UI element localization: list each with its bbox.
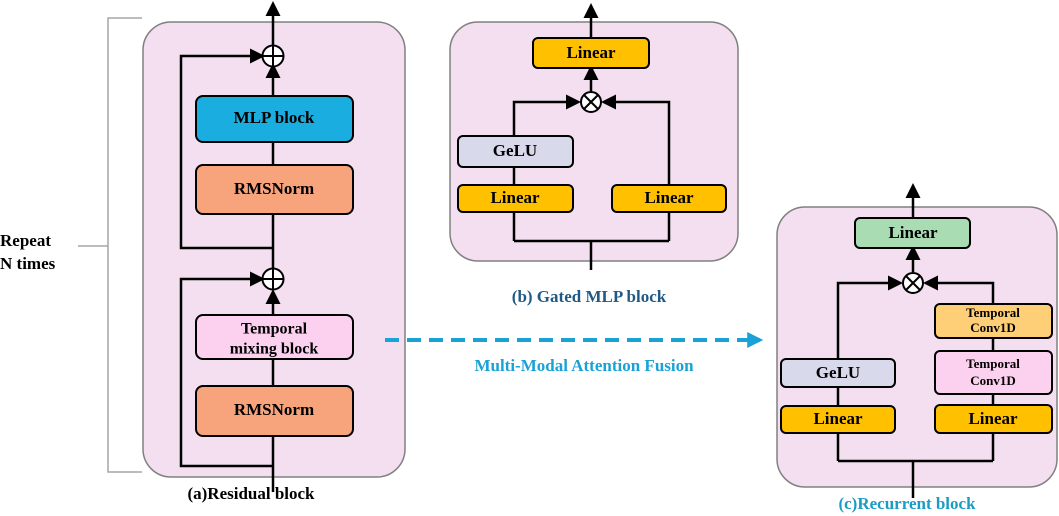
temporal-conv1d-top [934,303,1053,339]
multiply-circle-icon [902,272,924,294]
add-circle-icon [261,44,285,68]
multiply-circle-icon [580,91,602,113]
gated-linear-top-label: Linear [566,43,616,62]
temporal-conv1d-mid-label-1: Temporal [966,356,1020,371]
gated-linear-left [457,184,574,213]
temporal-mixing-label-2: mixing block [230,341,319,358]
mlp-block [195,95,354,143]
add-circle-icon [261,267,285,291]
rmsnorm-bottom-label: RMSNorm [234,400,314,419]
rmsnorm-bottom [195,385,354,437]
rmsnorm-top [195,164,354,215]
residual-connectors [179,1,281,492]
temporal-mixing-label-1: Temporal [241,321,308,338]
mlp-block-label: MLP block [234,108,315,127]
gated-mlp-caption: (b) Gated MLP block [512,287,667,306]
temporal-conv1d-top-label-2: Conv1D [970,320,1016,335]
temporal-conv1d-mid [934,350,1053,395]
recurrent-block-caption: (c)Recurrent block [838,494,976,513]
gated-linear-left-label: Linear [490,188,540,207]
fusion-label: Multi-Modal Attention Fusion [474,356,694,375]
gated-gelu-label: GeLU [493,141,537,160]
recurrent-gelu [780,358,896,388]
temporal-conv1d-mid-label-2: Conv1D [970,373,1016,388]
residual-block-caption: (a)Residual block [187,484,315,503]
gated-linear-top [532,37,650,69]
recurrent-linear-left-label: Linear [813,409,863,428]
recurrent-linear-left [780,405,896,434]
recurrent-connectors [836,183,995,498]
recurrent-linear-right [934,404,1053,434]
gated-connectors [512,3,671,270]
temporal-conv1d-top-label-1: Temporal [966,305,1020,320]
gated-linear-right-label: Linear [644,188,694,207]
gated-linear-right [611,184,727,213]
recurrent-gelu-label: GeLU [816,363,860,382]
recurrent-linear-right-label: Linear [968,409,1018,428]
repeat-label: Repeat [0,231,51,250]
recurrent-linear-top-label: Linear [888,223,938,242]
gated-gelu [457,135,574,168]
recurrent-linear-top [854,217,971,249]
temporal-mixing-block [195,314,354,360]
repeat-bracket [78,17,142,473]
rmsnorm-top-label: RMSNorm [234,179,314,198]
repeat-count-label: N times [0,254,56,273]
